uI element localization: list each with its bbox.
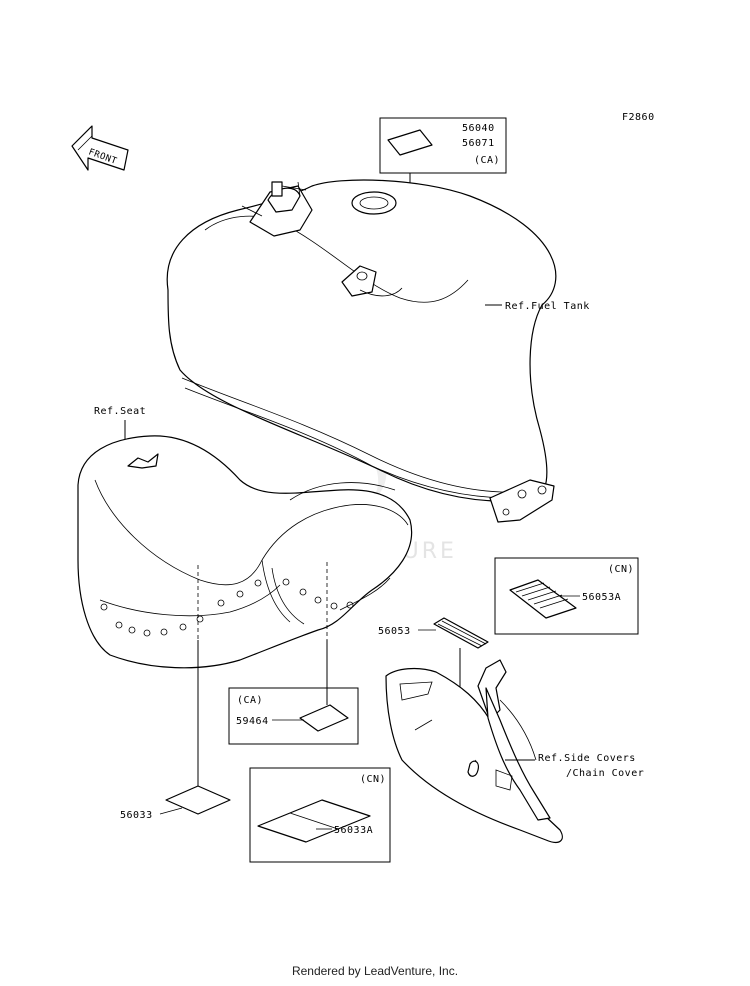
label-59464: 59464 <box>236 716 269 727</box>
seat-studs <box>100 578 354 637</box>
label-ref-seat: Ref.Seat <box>94 406 146 417</box>
label-ref-side-covers: Ref.Side Covers <box>538 753 636 764</box>
fuel-tank <box>166 179 557 523</box>
label-ref-fuel-tank: Ref.Fuel Tank <box>505 301 590 312</box>
footer-credit: Rendered by LeadVenture, Inc. <box>292 964 458 978</box>
callout-56053A: (CN) 56053A <box>494 557 639 635</box>
decal-59464-icon <box>299 704 349 732</box>
label-56053: 56053 <box>378 626 411 637</box>
label-56033: 56033 <box>120 810 153 821</box>
decal-56053A-icon <box>509 579 577 619</box>
decal-56040-icon <box>387 129 433 156</box>
callout-56033A: (CN) 56033A <box>249 767 391 863</box>
label-56040: 56040 <box>462 123 495 134</box>
label-chain-cover: /Chain Cover <box>566 768 644 779</box>
callout-59464: (CA) 59464 <box>228 687 359 745</box>
seat <box>77 435 413 669</box>
label-ca-top: (CA) <box>474 155 500 166</box>
decal-56033: 56033 <box>120 785 231 821</box>
label-cn-top: (CN) <box>608 564 634 575</box>
label-56033A: 56033A <box>334 825 373 836</box>
label-ca-bottom: (CA) <box>237 695 263 706</box>
front-arrow-icon: FRONT <box>71 125 129 171</box>
figure-code: F2860 <box>622 112 655 123</box>
label-cn-bottom: (CN) <box>360 774 386 785</box>
side-covers-chain-cover <box>385 659 563 843</box>
label-56071: 56071 <box>462 138 495 149</box>
label-56053A: 56053A <box>582 592 621 603</box>
